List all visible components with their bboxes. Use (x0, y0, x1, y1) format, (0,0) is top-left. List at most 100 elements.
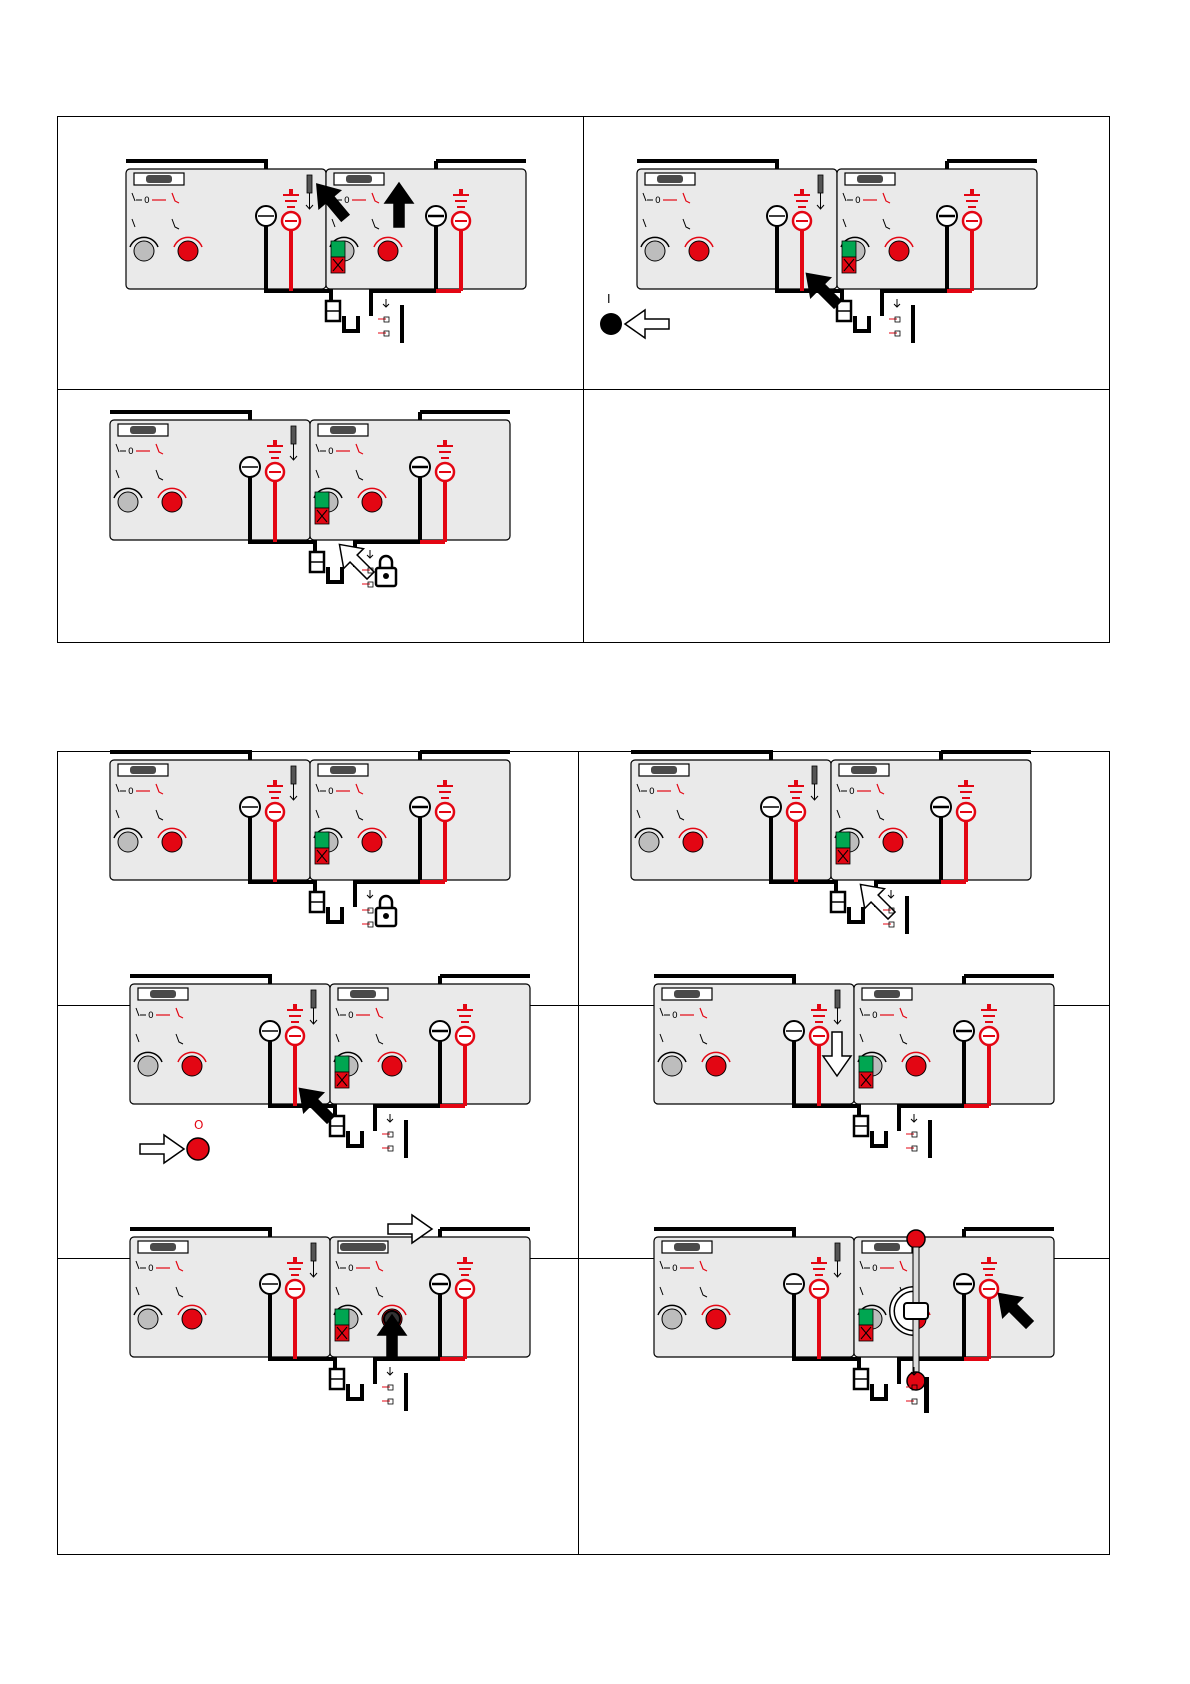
load-switch-knob-icon (118, 832, 138, 852)
lock-bar-icon (911, 305, 915, 343)
insertion-tool-icon (835, 1243, 840, 1261)
switch-scale-label: 0 (144, 196, 150, 206)
switch-panel (831, 760, 1031, 880)
insertion-tool-icon (311, 1243, 316, 1261)
hatch-slider (130, 766, 156, 774)
load-switch-knob-icon (639, 832, 659, 852)
switch-scale-label: 0 (348, 1264, 354, 1274)
switch-scale-label: 0 (672, 1264, 678, 1274)
insertion-tool-icon (818, 175, 823, 193)
insertion-tool-icon (291, 766, 296, 784)
earth-status-indicator (315, 492, 329, 508)
earth-switch-knob-icon (689, 241, 709, 261)
keyhole-icon (383, 913, 389, 919)
lock-bar-icon (404, 1373, 408, 1411)
step-cell-a1: 00 (58, 117, 583, 389)
earth-status-indicator (315, 832, 329, 848)
hatch-slider (146, 175, 172, 183)
diagram-group: 00O (130, 976, 530, 1163)
step-cell-b4: 00 (579, 1006, 1109, 1258)
earth-switch-knob-icon (683, 832, 703, 852)
earth-switch-knob-icon (162, 832, 182, 852)
indicator-label: I (607, 292, 611, 306)
indicator-lamp-icon (187, 1138, 209, 1160)
earth-status-indicator (331, 241, 345, 257)
earth-status-indicator (335, 1309, 349, 1325)
lock-label-icon (367, 890, 373, 898)
switchgear-diagram: 00 (579, 1006, 1109, 1258)
switch-scale-label: 0 (344, 196, 350, 206)
indicator-arrow-shape (140, 1135, 184, 1163)
insertion-tool-icon (311, 990, 316, 1008)
switch-panel (310, 420, 510, 540)
hatch-slider (346, 175, 372, 183)
hatch-slider (330, 426, 356, 434)
switch-scale-label: 0 (328, 787, 334, 797)
switch-scale-label: 0 (328, 447, 334, 457)
switch-scale-label: 0 (148, 1264, 154, 1274)
insertion-tool-icon (291, 426, 296, 444)
lock-label-icon (888, 890, 894, 898)
lock-bar-icon (400, 305, 404, 343)
lock-label-icon (387, 1367, 393, 1375)
switchgear-diagram: 0 0I (584, 117, 1109, 389)
cable-loop (328, 907, 342, 922)
step-cell-a4-empty (584, 390, 1109, 642)
padlock-shackle-icon (380, 896, 392, 908)
switch-scale-label: 0 (855, 196, 861, 206)
keyhole-icon (383, 573, 389, 579)
switch-scale-label: 0 (872, 1011, 878, 1021)
diagram-group: 00 (126, 161, 526, 343)
earth-switch-knob-icon (182, 1309, 202, 1329)
handle-hub-icon (904, 1303, 928, 1319)
lock-label-icon (383, 299, 389, 307)
switch-scale-label: 0 (649, 787, 655, 797)
diagram-group: 00 (654, 976, 1054, 1158)
switch-scale-label: 0 (849, 787, 855, 797)
load-switch-knob-icon (138, 1056, 158, 1076)
cable-loop (872, 1384, 886, 1399)
earth-switch-knob-icon (906, 1056, 926, 1076)
earth-switch-knob-icon (706, 1309, 726, 1329)
step-cell-b2: 00 (579, 752, 1109, 1005)
cable-loop (344, 316, 358, 331)
earth-switch-knob-icon (362, 492, 382, 512)
hatch-slider (674, 1243, 700, 1251)
lock-label-icon (911, 1114, 917, 1122)
hatch-slider (857, 175, 883, 183)
indicator-label: O (194, 1118, 203, 1132)
load-switch-knob-icon (645, 241, 665, 261)
earth-switch-knob-icon (889, 241, 909, 261)
switch-panel (330, 984, 530, 1104)
switch-scale-label: 0 (128, 447, 134, 457)
cable-loop (328, 567, 342, 582)
hatch-slider (150, 1243, 176, 1251)
switch-scale-label: 0 (872, 1264, 878, 1274)
earth-status-indicator (859, 1309, 873, 1325)
earth-switch-knob-icon (182, 1056, 202, 1076)
switch-scale-label: 0 (128, 787, 134, 797)
earth-switch-knob-icon (706, 1056, 726, 1076)
indicator-lamp-icon (600, 313, 622, 335)
switch-panel (854, 1237, 1054, 1357)
switch-panel (854, 984, 1054, 1104)
earth-switch-knob-icon (178, 241, 198, 261)
diagram-group: 0 0I (600, 161, 1037, 343)
switch-scale-label: 0 (655, 196, 661, 206)
padlock-shackle-icon (380, 556, 392, 568)
load-switch-knob-icon (138, 1309, 158, 1329)
switch-scale-label: 0 (148, 1011, 154, 1021)
hatch-slider (657, 175, 683, 183)
indicator-arrow-shape (625, 310, 669, 338)
load-switch-knob-icon (662, 1309, 682, 1329)
earth-status-indicator (836, 832, 850, 848)
cable-loop (855, 316, 869, 331)
diagram-group: 00 (130, 1215, 530, 1411)
hatch-slider (874, 1243, 900, 1251)
